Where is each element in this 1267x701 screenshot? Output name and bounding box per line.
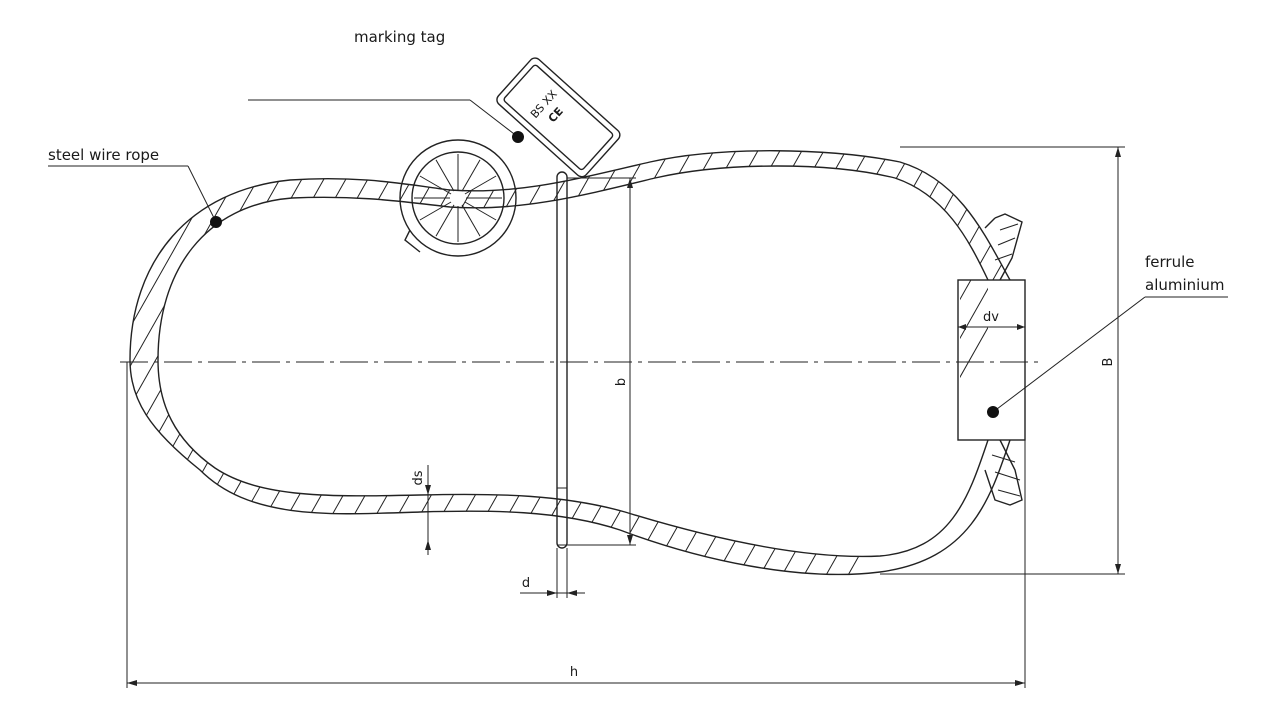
- label-ferrule: ferrule: [1145, 253, 1194, 271]
- dimension-b: b: [567, 177, 636, 546]
- label-steel-wire-rope: steel wire rope: [48, 146, 159, 164]
- dim-dv: dv: [983, 310, 999, 325]
- dim-h: h: [570, 665, 578, 680]
- dim-b: b: [614, 378, 629, 386]
- leader-steel-wire-rope: [48, 165, 222, 228]
- dimension-d: d: [520, 548, 585, 598]
- thimble-rod: [556, 171, 568, 549]
- marking-tag: BS XX CE: [399, 57, 621, 257]
- leader-ferrule: [987, 296, 1228, 418]
- label-aluminium: aluminium: [1145, 276, 1224, 294]
- dim-d: d: [522, 576, 530, 591]
- leader-marking-tag: [248, 99, 524, 143]
- rope-hatching: [130, 150, 1010, 575]
- dimension-ds: ds: [411, 465, 431, 555]
- dim-B: B: [1101, 358, 1116, 367]
- dim-ds: ds: [411, 470, 426, 485]
- label-marking-tag: marking tag: [354, 28, 445, 46]
- dimension-B: B: [880, 146, 1125, 575]
- ferrule: dv: [957, 279, 1026, 441]
- rope-tail: [984, 213, 1023, 506]
- dimension-h: h: [126, 362, 1026, 688]
- steel-wire-rope-loop: [129, 150, 1011, 576]
